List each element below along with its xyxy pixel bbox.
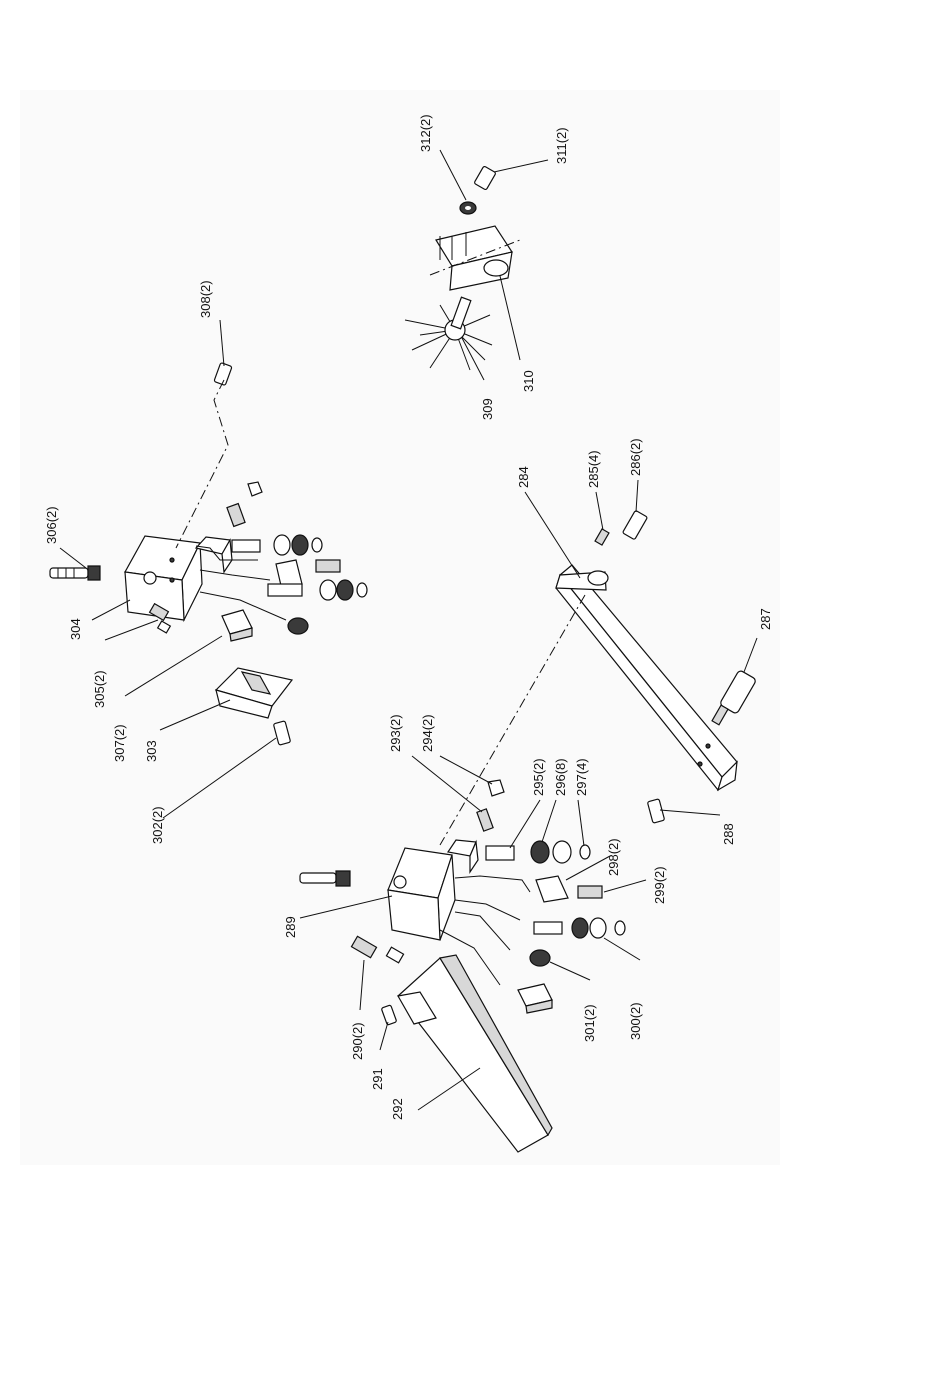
label-285: 285(4)	[586, 450, 601, 488]
label-310: 310	[521, 370, 536, 392]
label-291: 291	[370, 1068, 385, 1090]
label-299: 299(2)	[652, 866, 667, 904]
label-307: 307(2)	[112, 724, 127, 762]
label-303: 303	[144, 740, 159, 762]
screw-299	[578, 886, 602, 898]
shaft-295	[486, 846, 514, 860]
label-306: 306(2)	[44, 506, 59, 544]
label-304: 304	[68, 618, 83, 640]
label-286: 286(2)	[628, 438, 643, 476]
label-294: 294(2)	[420, 714, 435, 752]
label-305: 305(2)	[92, 670, 107, 708]
label-298: 298(2)	[606, 838, 621, 876]
label-284: 284	[516, 466, 531, 488]
shaft-300	[534, 922, 562, 934]
bearing-296	[531, 841, 549, 863]
label-288: 288	[721, 823, 736, 845]
washer-upper	[288, 618, 308, 634]
label-312: 312(2)	[418, 114, 433, 152]
clip-297	[580, 845, 590, 859]
shaft-upper	[232, 540, 260, 552]
washer-301	[530, 950, 550, 966]
label-290: 290(2)	[350, 1022, 365, 1060]
label-297: 297(4)	[574, 758, 589, 796]
drawing-area	[20, 90, 780, 1165]
label-296: 296(8)	[553, 758, 568, 796]
screw-side	[316, 560, 340, 572]
label-287: 287	[758, 608, 773, 630]
label-301: 301(2)	[582, 1004, 597, 1042]
label-308: 308(2)	[198, 280, 213, 318]
label-295: 295(2)	[531, 758, 546, 796]
hose-fitting-289	[300, 873, 336, 883]
label-309: 309	[480, 398, 495, 420]
label-302: 302(2)	[150, 806, 165, 844]
label-311: 311(2)	[554, 127, 569, 164]
label-292: 292	[390, 1098, 405, 1120]
hose-fitting-306	[50, 568, 88, 578]
block-304-hole	[144, 572, 156, 584]
label-289: 289	[283, 916, 298, 938]
shaft-lower	[268, 584, 302, 596]
label-293: 293(2)	[388, 714, 403, 752]
label-300: 300(2)	[628, 1002, 643, 1040]
